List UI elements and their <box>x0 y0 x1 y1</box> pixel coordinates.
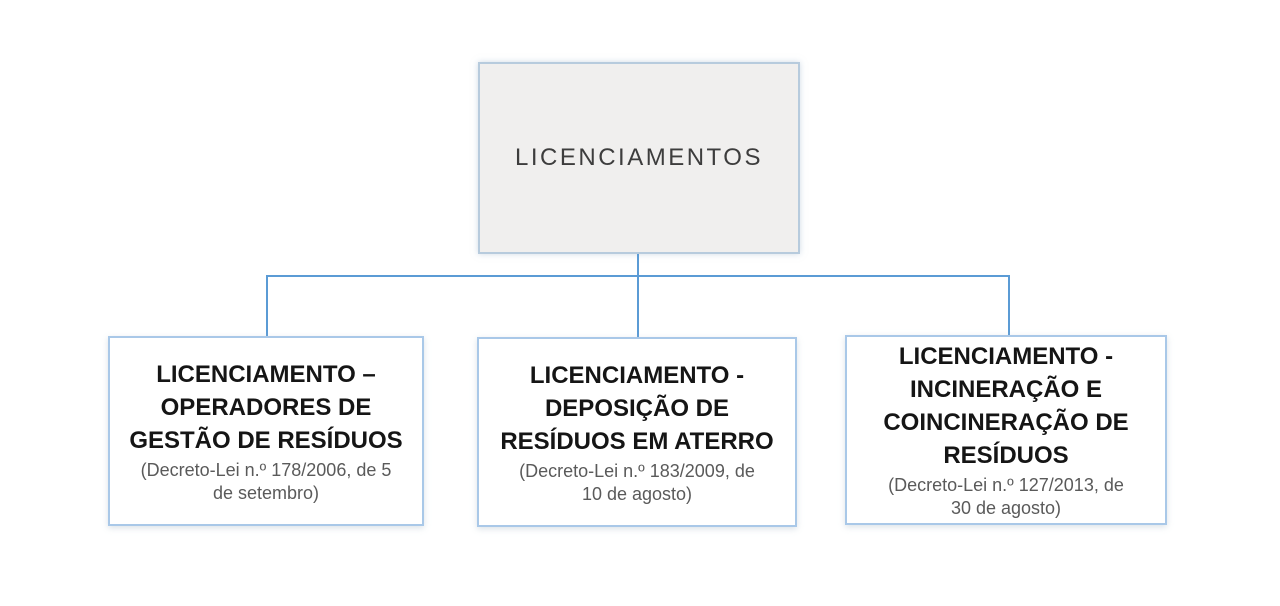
title-line: RESÍDUOS <box>943 442 1069 469</box>
title-line: GESTÃO DE RESÍDUOS <box>129 426 403 454</box>
root-box-licenciamentos: LICENCIAMENTOS <box>478 62 800 254</box>
subtitle-line: (Decreto-Lei n.º 127/2013, de <box>888 475 1124 495</box>
title-line: INCINERAÇÃO E <box>909 376 1102 403</box>
box-subtitle: (Decreto-Lei n.º 178/2006, de 5 de setem… <box>141 459 392 505</box>
title-line: LICENCIAMENTO - <box>529 361 745 389</box>
title-line: OPERADORES DE <box>160 393 372 421</box>
box-subtitle: (Decreto-Lei n.º 183/2009, de 10 de agos… <box>519 460 755 506</box>
connector-drop-right <box>1008 275 1010 335</box>
subtitle-line: 10 de agosto) <box>581 483 693 504</box>
title-line: DEPOSIÇÃO DE <box>544 394 729 422</box>
title-line: COINCINERAÇÃO DE <box>883 409 1129 436</box>
title-line: LICENCIAMENTO – <box>156 360 376 388</box>
title-line: LICENCIAMENTO - <box>898 343 1114 370</box>
title-line: RESÍDUOS EM ATERRO <box>500 427 774 455</box>
child-box-incineracao-coincineracao: LICENCIAMENTO - INCINERAÇÃO E COINCINERA… <box>845 335 1167 525</box>
box-title: LICENCIAMENTO - INCINERAÇÃO E COINCINERA… <box>883 340 1128 472</box>
box-subtitle: (Decreto-Lei n.º 127/2013, de 30 de agos… <box>888 474 1124 520</box>
connector-root-stub <box>637 254 639 277</box>
box-title: LICENCIAMENTO - DEPOSIÇÃO DE RESÍDUOS EM… <box>500 359 773 458</box>
connector-drop-middle <box>637 275 639 337</box>
subtitle-line: (Decreto-Lei n.º 183/2009, de <box>519 460 755 481</box>
connector-drop-left <box>266 275 268 336</box>
child-box-deposicao-residuos-aterro: LICENCIAMENTO - DEPOSIÇÃO DE RESÍDUOS EM… <box>477 337 797 527</box>
box-title: LICENCIAMENTO – OPERADORES DE GESTÃO DE … <box>129 358 402 457</box>
subtitle-line: de setembro) <box>212 482 320 503</box>
subtitle-line: 30 de agosto) <box>950 498 1062 518</box>
subtitle-line: (Decreto-Lei n.º 178/2006, de 5 <box>140 459 392 480</box>
root-box-label: LICENCIAMENTOS <box>515 144 763 171</box>
child-box-operadores-gestao-residuos: LICENCIAMENTO – OPERADORES DE GESTÃO DE … <box>108 336 424 526</box>
